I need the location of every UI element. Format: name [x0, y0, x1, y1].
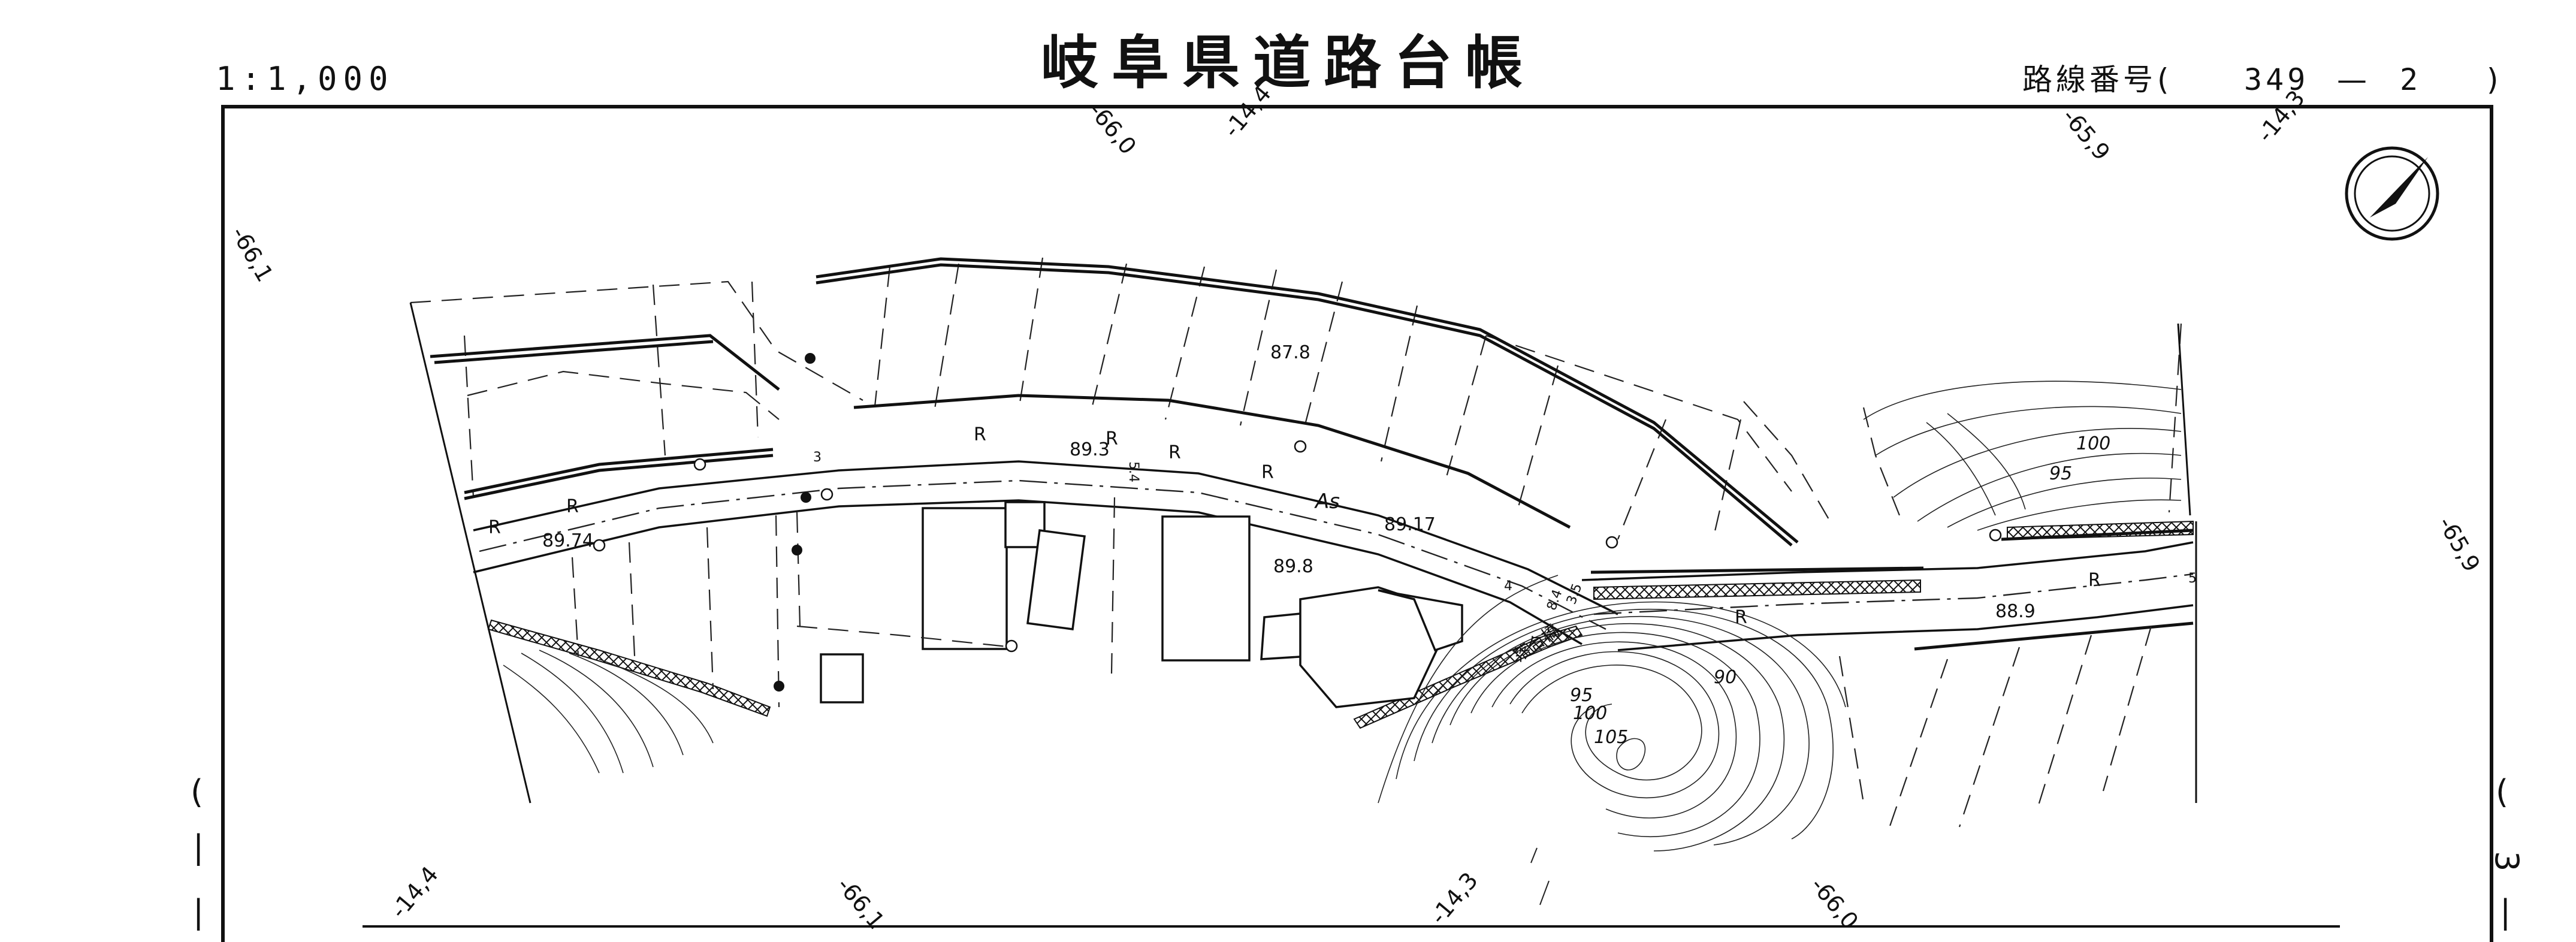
- road-mark: R: [974, 424, 986, 445]
- dimension-label: 5.4: [1126, 461, 1141, 482]
- grid-label-bottom: -66,1: [832, 872, 890, 935]
- grid-label-bottom: -14,4: [385, 861, 443, 923]
- road-mark: R: [1106, 428, 1118, 449]
- contour-label: 105: [1594, 727, 1628, 748]
- elevation-label: 89.17: [1384, 514, 1436, 535]
- route-sheet-number: 2: [2400, 62, 2418, 97]
- road-mark: R: [2088, 570, 2101, 591]
- map-frame: [221, 105, 2493, 942]
- dimension-label: 8.4: [1544, 588, 1565, 612]
- road-mark: R: [488, 517, 501, 538]
- contour-value-labels: 100 95 95 100 105 90: [1570, 433, 2110, 748]
- route-close-paren: ): [2487, 62, 2499, 97]
- contour-lines-south-hill: [1378, 575, 1846, 852]
- road-number: 5: [2188, 571, 2197, 586]
- elevation-label: 89.3: [1070, 439, 1110, 460]
- side-mark: 3: [2488, 851, 2526, 871]
- side-mark: |: [2500, 893, 2511, 931]
- elevation-labels: 87.8 89.3 89.74 89.17 89.8 88.9: [542, 342, 2036, 622]
- grid-label-bottom: -66,0: [1805, 872, 1864, 935]
- grid-label-top: -65,9: [2057, 104, 2115, 166]
- grid-labels: -66,0 -14,4 -65,9 -14,3 -66,1 -65,9 -14,…: [226, 80, 2485, 934]
- side-mark: |: [193, 893, 204, 931]
- grid-label-right: -65,9: [2433, 512, 2485, 576]
- route-number: 349: [2244, 62, 2309, 97]
- elevation-label: 88.9: [1995, 601, 2036, 622]
- buildings: [820, 501, 1463, 708]
- route-label: 路線番号: [2022, 62, 2157, 97]
- dimension-label: 3.5: [1564, 582, 1585, 606]
- elevation-label: 87.8: [1270, 342, 1310, 363]
- grid-label-left: -66,1: [226, 222, 278, 286]
- road-number: 4: [1504, 579, 1512, 594]
- page-title: 岐阜県道路台帳: [1041, 29, 1536, 96]
- route-open-paren: (: [2157, 62, 2169, 97]
- side-marks-right: ( 3 |: [2488, 773, 2526, 931]
- road-number: 3: [813, 450, 822, 465]
- survey-point-markers: [593, 353, 2002, 692]
- route-number-block: 路線番号 ( 349 — 2 ): [2022, 62, 2499, 97]
- contour-label: 95: [1570, 685, 1593, 706]
- grid-label-bottom: -14,3: [1425, 867, 1483, 929]
- contour-lines-north-hill: [1863, 381, 2182, 531]
- embankment-hatching: [487, 520, 2194, 729]
- contour-lines-southwest: [503, 650, 714, 774]
- route-dash: —: [2337, 62, 2367, 97]
- contour-label: 95: [2049, 463, 2072, 484]
- contour-label: 90: [1714, 667, 1737, 688]
- elevation-label: 89.8: [1273, 556, 1313, 577]
- contour-label: 100: [1573, 703, 1607, 724]
- parcel-lines-lower: [409, 302, 2197, 834]
- elevation-label: 89.74: [542, 530, 594, 551]
- road-mark: R: [1735, 607, 1747, 628]
- road-mark: R: [1261, 462, 1274, 483]
- road-mark: R: [1168, 442, 1181, 463]
- scale-label: 1:1,000: [216, 60, 394, 98]
- bottom-ticks: [1530, 847, 1550, 905]
- surface-type-label: As: [1314, 490, 1340, 514]
- road-number-labels: 3 4 5: [813, 450, 2197, 594]
- side-marks-left: ( | |: [191, 773, 204, 931]
- side-mark: |: [193, 828, 204, 866]
- road-mark: R: [566, 496, 579, 517]
- compass-north-arrow-icon: [2345, 146, 2439, 241]
- side-mark: (: [191, 773, 203, 811]
- road-marks: R R R R R R R R: [488, 424, 2101, 628]
- contour-label: 100: [2076, 433, 2110, 454]
- side-mark: (: [2496, 773, 2508, 811]
- retaining-wall-upper: [430, 257, 1799, 547]
- parcel-lines-upper: [410, 257, 2182, 540]
